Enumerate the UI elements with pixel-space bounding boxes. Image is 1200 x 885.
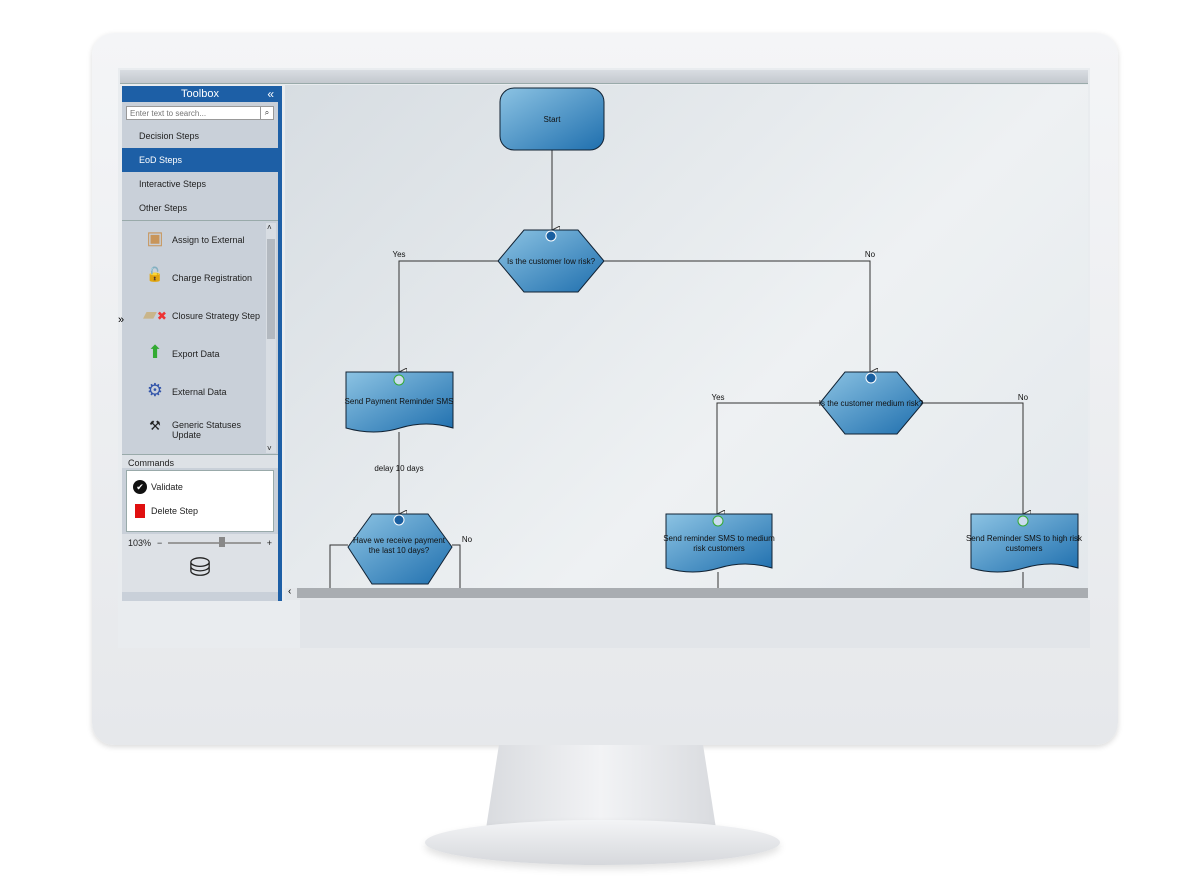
- step-generic-statuses-update[interactable]: ⚒ Generic Statuses Update: [122, 411, 278, 449]
- canvas-horizontal-scrollbar[interactable]: ‹: [285, 586, 1088, 600]
- question-icon: [865, 372, 877, 384]
- decision-low-risk[interactable]: Is the customer low risk?: [497, 229, 605, 293]
- decision-label: the last 10 days?: [369, 546, 430, 555]
- scroll-thumb[interactable]: [267, 239, 275, 339]
- step-assign-to-external[interactable]: ▣ Assign to External: [122, 221, 278, 259]
- question-icon: [545, 230, 557, 242]
- no-label: No: [462, 535, 473, 544]
- scroll-up-icon[interactable]: ˄: [267, 223, 272, 232]
- step-label: External Data: [172, 387, 227, 397]
- delete-step-label: Delete Step: [151, 506, 199, 516]
- box-arrow-icon: ▣: [146, 228, 164, 248]
- step-label: Send reminder SMS to medium: [663, 534, 775, 543]
- dollar-lock-icon: 🔓: [146, 266, 164, 282]
- step-closure-strategy[interactable]: ▰✖ Closure Strategy Step: [122, 297, 278, 335]
- window-top-bar: [120, 70, 1088, 84]
- up-arrow-icon: ⬆: [147, 342, 163, 362]
- step-label: Charge Registration: [172, 273, 253, 283]
- step-label: Send Reminder SMS to high risk: [966, 534, 1083, 543]
- no-label: No: [1018, 393, 1029, 402]
- scroll-thumb[interactable]: [297, 588, 1088, 598]
- decision-label: Is the customer low risk?: [507, 257, 596, 266]
- sms-icon: [712, 515, 724, 527]
- step-list: ▣ Assign to External 🔓 Charge Registration…: [122, 220, 278, 454]
- start-node[interactable]: Start: [499, 87, 605, 151]
- zoom-slider-knob[interactable]: [219, 537, 226, 547]
- step-label: Generic Statuses Update: [172, 420, 242, 440]
- toolbox-header: Toolbox «: [122, 86, 278, 102]
- step-label: risk customers: [693, 544, 745, 553]
- decision-label: Is the customer medium risk?: [819, 399, 924, 408]
- connectors: [329, 150, 1023, 588]
- commands-title: Commands: [122, 454, 278, 468]
- question-icon: [393, 514, 405, 526]
- diagram-canvas[interactable]: Start Is the customer low risk? Yes No S…: [285, 85, 1088, 588]
- yes-label: Yes: [392, 250, 405, 259]
- step-charge-registration[interactable]: 🔓 Charge Registration: [122, 259, 278, 297]
- screen-reflection: [300, 600, 1090, 648]
- no-label: No: [865, 250, 876, 259]
- commands-box: ✔ Validate Delete Step: [126, 470, 274, 532]
- zoom-slider[interactable]: [168, 537, 261, 547]
- validate-label: Validate: [151, 482, 183, 492]
- zoom-control: 103%− +: [122, 534, 278, 552]
- expand-icon[interactable]: »: [118, 314, 125, 326]
- category-interactive-steps[interactable]: Interactive Steps: [139, 179, 207, 189]
- gavel-icon: ⚒: [149, 418, 161, 433]
- step-export-data[interactable]: ⬆ Export Data: [122, 335, 278, 373]
- delay-label: delay 10 days: [374, 464, 423, 473]
- step-label: Closure Strategy Step: [172, 311, 261, 321]
- delete-step-button[interactable]: Delete Step: [133, 499, 267, 523]
- monitor-stand-base: [425, 820, 780, 865]
- folder-x-icon: ▰✖: [143, 304, 167, 324]
- step-label: Export Data: [172, 349, 220, 359]
- category-other-steps[interactable]: Other Steps: [139, 203, 188, 213]
- search-input[interactable]: [127, 108, 260, 118]
- step-send-payment-reminder[interactable]: Send Payment Reminder SMS: [345, 371, 454, 433]
- step-label: customers: [1006, 544, 1043, 553]
- sms-icon: [1017, 515, 1029, 527]
- check-icon: ✔: [133, 480, 147, 494]
- toolbox-panel: Toolbox « ⌕ Decision Steps EoD Steps Inte…: [122, 86, 282, 601]
- step-label: Send Payment Reminder SMS: [345, 397, 454, 406]
- sms-icon: [393, 374, 405, 386]
- category-decision-steps[interactable]: Decision Steps: [139, 131, 200, 141]
- zoom-in-icon[interactable]: +: [266, 538, 272, 548]
- decision-medium-risk[interactable]: Is the customer medium risk?: [819, 371, 924, 435]
- toolbox-title: Toolbox: [181, 88, 219, 100]
- toolbox-search: ⌕: [126, 106, 274, 120]
- category-eod-steps[interactable]: EoD Steps: [122, 148, 278, 172]
- yes-label: Yes: [711, 393, 724, 402]
- scroll-left-icon[interactable]: ‹: [288, 586, 292, 597]
- truck-gear-icon: ⚙: [146, 380, 164, 400]
- decision-label: Have we receive payment: [353, 536, 446, 545]
- step-external-data[interactable]: ⚙ External Data: [122, 373, 278, 411]
- trash-icon: [135, 504, 145, 518]
- step-list-scrollbar[interactable]: ˄˅: [266, 223, 276, 453]
- validate-button[interactable]: ✔ Validate: [133, 475, 267, 499]
- overview-icon[interactable]: ⛁: [122, 552, 278, 592]
- search-icon[interactable]: ⌕: [260, 107, 273, 119]
- step-label: Assign to External: [172, 235, 245, 245]
- scroll-down-icon[interactable]: ˅: [267, 444, 272, 453]
- zoom-level: 103%: [128, 538, 152, 548]
- workflow-diagram: Start Is the customer low risk? Yes No S…: [329, 87, 1083, 588]
- collapse-icon[interactable]: «: [267, 87, 274, 101]
- start-label: Start: [544, 115, 562, 124]
- zoom-out-icon[interactable]: −: [157, 538, 163, 548]
